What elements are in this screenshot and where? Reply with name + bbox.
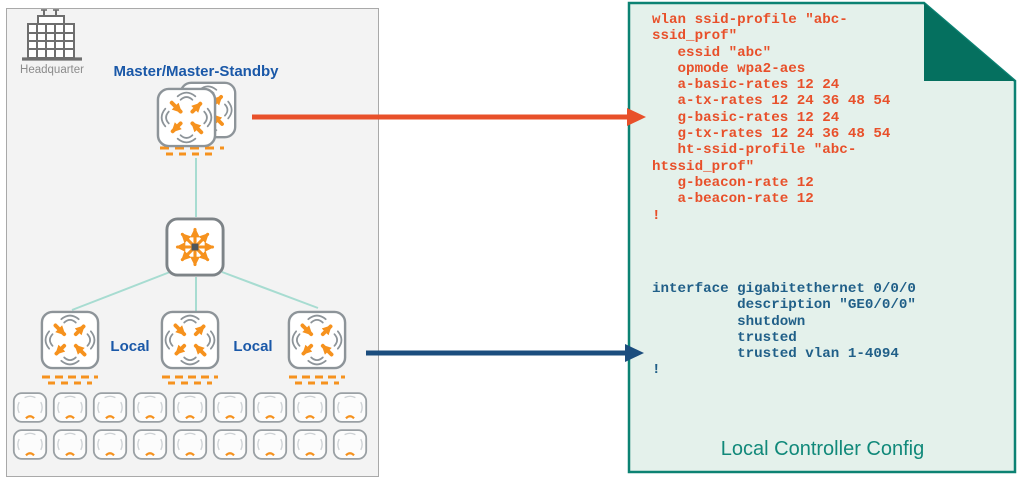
access-point-icon — [252, 428, 288, 461]
access-point-icon — [292, 428, 328, 461]
access-point-icon — [332, 391, 368, 424]
headquarter-building-icon — [22, 9, 82, 61]
topology-connectors — [71, 158, 319, 311]
access-point-icon — [212, 428, 248, 461]
access-point-icon — [132, 428, 168, 461]
interface-config-text: interface gigabitethernet 0/0/0 descript… — [652, 281, 916, 379]
access-point-icon — [172, 428, 208, 461]
access-point-icon — [292, 391, 328, 424]
headquarter-label: Headquarter — [20, 64, 84, 76]
access-point-icon — [92, 428, 128, 461]
access-point-icon — [172, 391, 208, 424]
master-standby-label: Master/Master-Standby — [113, 63, 279, 80]
local-label-2: Local — [233, 338, 273, 355]
note-fold-corner-icon — [924, 3, 1015, 81]
core-router-icon — [164, 216, 226, 278]
wlan-config-arrow — [252, 108, 646, 126]
access-point-icon — [12, 391, 48, 424]
note-title: Local Controller Config — [720, 438, 925, 460]
controller-dash-pads — [42, 146, 345, 385]
access-point-icon — [212, 391, 248, 424]
access-point-icon — [52, 428, 88, 461]
access-point-icon — [12, 428, 48, 461]
access-point-icon — [252, 391, 288, 424]
access-point-icon — [52, 391, 88, 424]
note-page-shape — [627, 1, 1017, 474]
local-label-1: Local — [110, 338, 150, 355]
access-point-icon — [132, 391, 168, 424]
wlan-config-text: wlan ssid-profile "abc- ssid_prof" essid… — [652, 12, 891, 224]
master-controller-icon — [155, 86, 218, 149]
access-point-grid — [12, 391, 374, 461]
local-controller-2-icon — [159, 309, 221, 371]
local-controller-1-icon — [39, 309, 101, 371]
local-controller-3-icon — [286, 309, 348, 371]
interface-config-arrow — [366, 344, 644, 362]
access-point-icon — [332, 428, 368, 461]
access-point-icon — [92, 391, 128, 424]
